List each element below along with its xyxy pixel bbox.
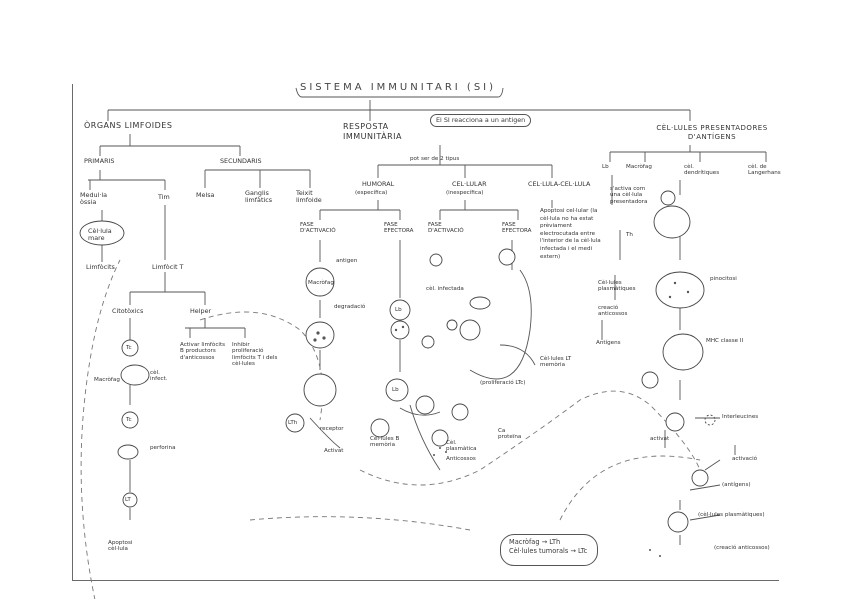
label-apc-macrofag: Macròfag: [626, 164, 652, 170]
label-lb-1: Lb: [395, 307, 402, 313]
label-macrofag-organs: Macròfag: [94, 377, 120, 383]
label-activar-b: Activar limfòcits B productors d'anticos…: [180, 342, 226, 361]
label-apc-creacio: creació anticossos: [598, 305, 628, 318]
label-lb-2: Lb: [392, 387, 399, 393]
label-inhibir: Inhibir proliferació limfòcits T i dels …: [232, 342, 278, 368]
label-limfocits-b: Limfòcits: [86, 263, 115, 271]
label-cellular: CEL·LULAR: [452, 180, 487, 188]
label-primaris: PRIMARIS: [84, 157, 115, 165]
label-humoral: HUMORAL: [362, 180, 395, 188]
label-activat: Activat: [324, 448, 344, 454]
legend-line-2: Cèl·lules tumorals → LTc: [509, 547, 588, 555]
label-apc-activat: activat: [650, 436, 670, 442]
label-cel-plasmatica: Cèl. plasmàtica: [446, 440, 477, 453]
label-anticossos: Anticossos: [446, 456, 476, 462]
header-organs: ÒRGANS LIMFOIDES: [84, 121, 173, 130]
label-cell-mare: Cèl·lula mare: [88, 227, 112, 243]
label-apc-creacio2: (creació anticossos): [714, 545, 770, 551]
label-apc-cel-plasm2: (cèl·lules plasmàtiques): [698, 512, 765, 518]
label-cel-infect: cèl. infect.: [150, 370, 168, 383]
label-citotoxics: Citotòxics: [112, 307, 144, 315]
label-apc-langerhans: cèl. de Langerhans: [748, 164, 781, 177]
label-perforina: perforina: [150, 445, 176, 451]
label-memoria: Cèl·lules B memòria: [370, 436, 400, 449]
label-apc-activ-text: s'activa com una cèl·lula presentadora: [610, 186, 648, 205]
label-helper: Helper: [190, 307, 212, 315]
label-apc-th: Th: [626, 232, 633, 238]
label-ca-proteina: Ca proteïna: [498, 428, 522, 441]
label-apoptosi-text: Apoptosi cel·lular (la cèl·lula no ha es…: [540, 208, 601, 260]
label-fase-efectora-2: FASE EFECTORA: [502, 222, 532, 235]
label-secundaris: SECUNDARIS: [220, 157, 262, 165]
label-fase-activacio-2: FASE D'ACTIVACIÓ: [428, 222, 464, 235]
label-melsa: Melsa: [196, 191, 215, 199]
label-tc-2: Tc: [126, 417, 132, 423]
label-humoral-sub: (específica): [355, 190, 388, 196]
header-apc: CÈL·LULES PRESENTADORES D'ANTÍGENS: [656, 124, 768, 141]
header-resposta: RESPOSTA IMMUNITÀRIA: [343, 122, 402, 141]
label-fase-efectora-1: FASE EFECTORA: [384, 222, 414, 235]
label-macrofag-resposta: Macròfag: [308, 280, 334, 286]
label-limfocit-t: Limfòcit T: [152, 263, 184, 271]
diagram-title: SISTEMA IMMUNITARI (SI): [300, 82, 497, 93]
label-cellular-sub: (inespecífica): [446, 190, 484, 196]
legend-line-1: Macròfag → LTh: [509, 538, 561, 546]
label-cel-mem-lt: Cèl·lules LT memòria: [540, 356, 572, 369]
label-ganglis: Ganglis limfàtics: [245, 189, 273, 205]
legend-box: Macròfag → LTh Cèl·lules tumorals → LTc: [500, 534, 598, 566]
label-apc-interleucines: Interleucines: [722, 414, 759, 420]
label-tim: Tim: [158, 193, 170, 201]
label-poden: pot ser de 2 tipus: [410, 156, 460, 162]
label-apc-cel-plasm: Cèl·lules plasmàtiques: [598, 280, 636, 293]
label-fase-activacio-1: FASE D'ACTIVACIÓ: [300, 222, 336, 235]
bubble-antigen: El SI reacciona a un antigen: [430, 114, 532, 128]
label-lt: LT: [125, 497, 131, 503]
label-lth: LTh: [288, 420, 298, 426]
label-apc-antigens2: (antígens): [722, 482, 751, 488]
label-tc-1: Tc: [126, 345, 132, 351]
label-apc-dendritiques: cèl. dendrítiques: [684, 164, 720, 177]
label-degradacio: degradació: [334, 304, 366, 310]
label-teixit: Teixit limfoide: [296, 189, 322, 205]
label-apc-lb: Lb: [602, 164, 609, 170]
label-apc-mhc: MHC classe II: [706, 338, 744, 344]
label-cel-cel: CEL·LULA-CEL·LULA: [528, 180, 591, 188]
label-medulla: Medul·la òssia: [80, 191, 108, 207]
label-apc-antigens: Antígens: [596, 340, 621, 346]
label-apoptosi: Apoptosi cèl·lula: [108, 540, 133, 553]
label-cel-infectada: cèl. infectada: [426, 286, 464, 292]
label-apc-activacio: activació: [732, 456, 758, 462]
label-antigen: antigen: [336, 258, 358, 264]
label-apc-pinocitosi: pinocitosi: [710, 276, 737, 282]
label-proliferacio: (proliferació LTc): [480, 380, 526, 386]
label-receptor: receptor: [320, 426, 344, 432]
